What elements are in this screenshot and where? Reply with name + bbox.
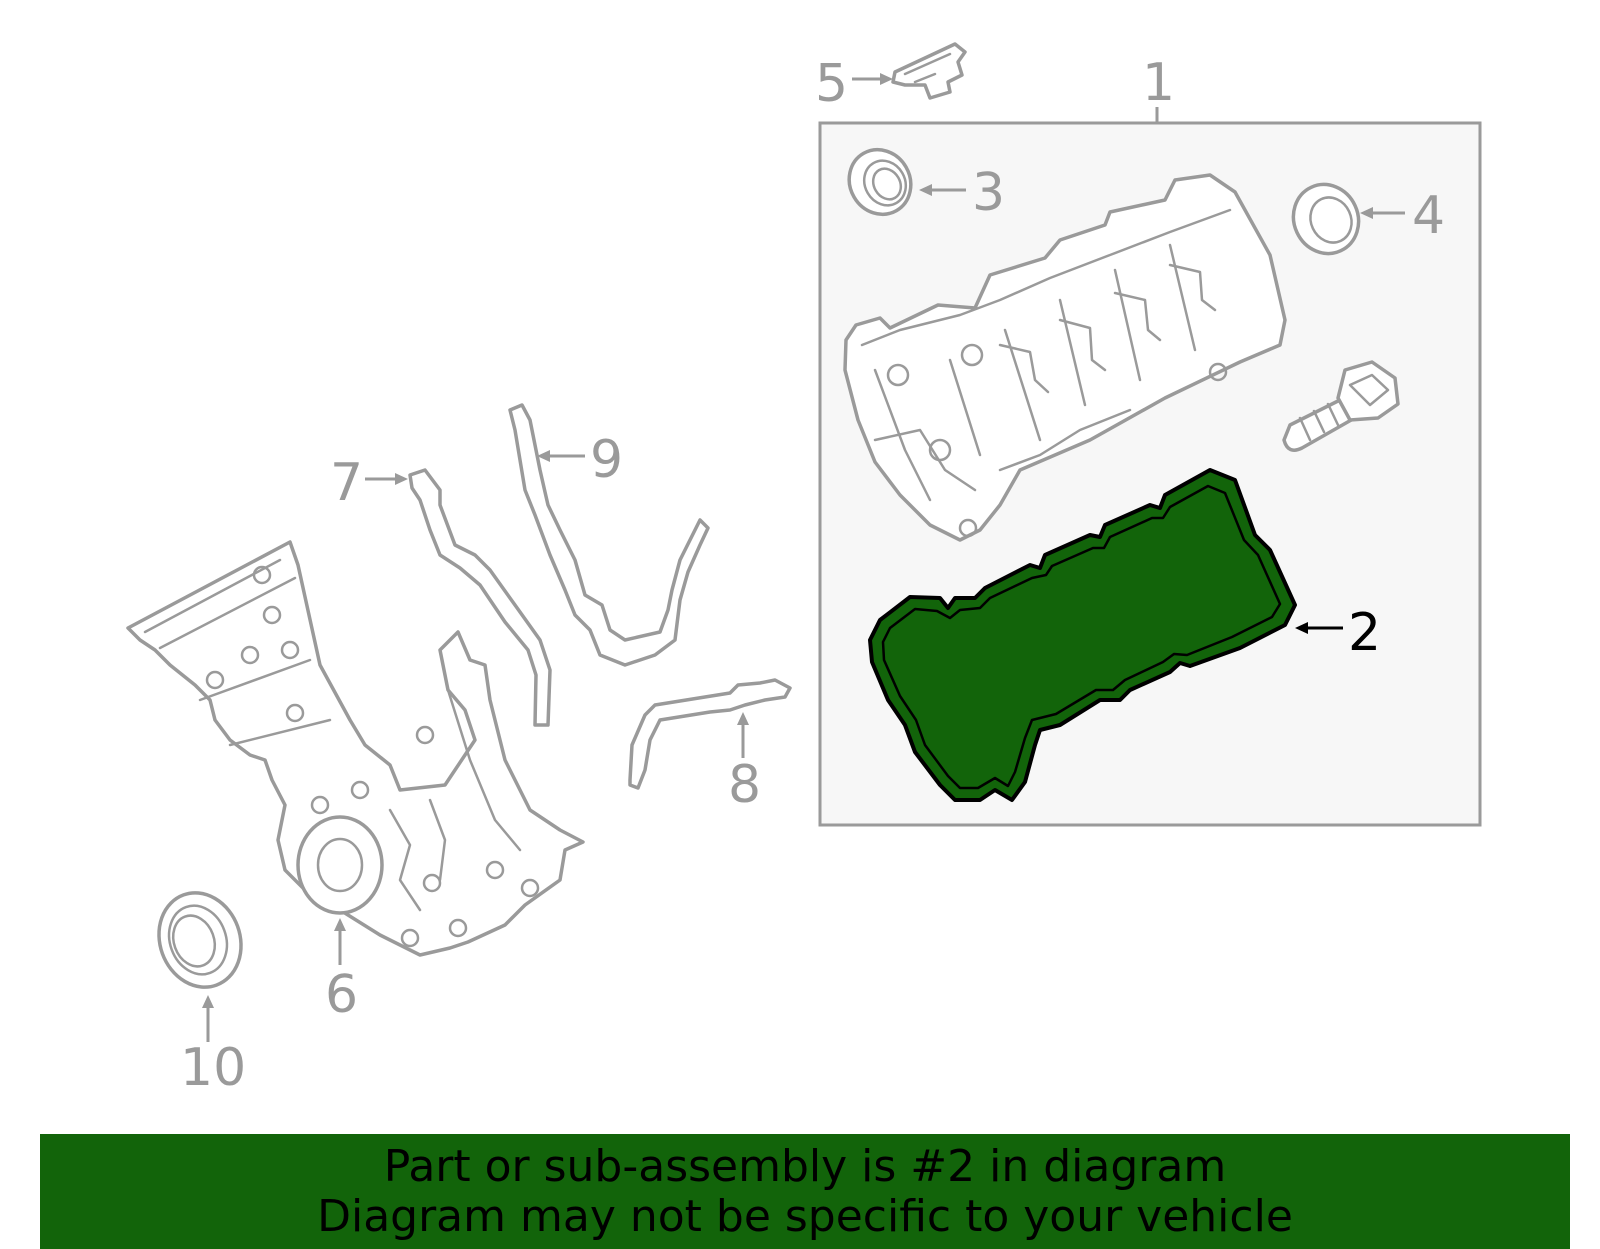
- callout-9-arrow: [537, 450, 550, 462]
- callout-6: 6: [325, 965, 358, 1025]
- callout-1: 1: [1142, 53, 1175, 113]
- callout-6-arrow: [334, 918, 346, 931]
- callout-3-arrow: [919, 184, 932, 196]
- callout-7: 7: [330, 453, 363, 513]
- callout-9: 9: [590, 430, 623, 490]
- part-3-grommet: [847, 147, 913, 217]
- banner-line-1: Part or sub-assembly is #2 in diagram: [383, 1140, 1227, 1192]
- callout-5-arrow: [880, 73, 893, 85]
- callout-2: 2: [1348, 603, 1381, 663]
- valve-cover-bolt: [1282, 360, 1400, 452]
- banner-line-2: Diagram may not be specific to your vehi…: [317, 1190, 1293, 1242]
- part-6-timing-cover: [126, 540, 585, 957]
- part-7-gasket: [408, 468, 552, 727]
- part-8-gasket: [628, 678, 792, 790]
- part-2-gasket: [868, 468, 1297, 802]
- info-banner: Part or sub-assembly is #2 in diagram Di…: [40, 1134, 1570, 1249]
- callout-8: 8: [728, 755, 761, 815]
- callout-10: 10: [180, 1038, 246, 1098]
- callout-5: 5: [815, 54, 848, 114]
- part-5-clip: [891, 42, 967, 100]
- callout-2-arrow: [1295, 622, 1308, 634]
- callout-3: 3: [972, 163, 1005, 223]
- part-9-gasket: [508, 403, 710, 667]
- callout-10-arrow: [202, 995, 214, 1008]
- callout-7-arrow: [395, 473, 408, 485]
- part-4-grommet: [1291, 182, 1361, 256]
- parts-diagram: 1 5 3 4: [126, 42, 1482, 1098]
- callout-8-arrow: [737, 712, 749, 725]
- callout-4-arrow: [1360, 207, 1373, 219]
- part-10-seal: [157, 891, 243, 989]
- callout-4: 4: [1412, 186, 1445, 246]
- part-1-valve-cover: [843, 173, 1287, 542]
